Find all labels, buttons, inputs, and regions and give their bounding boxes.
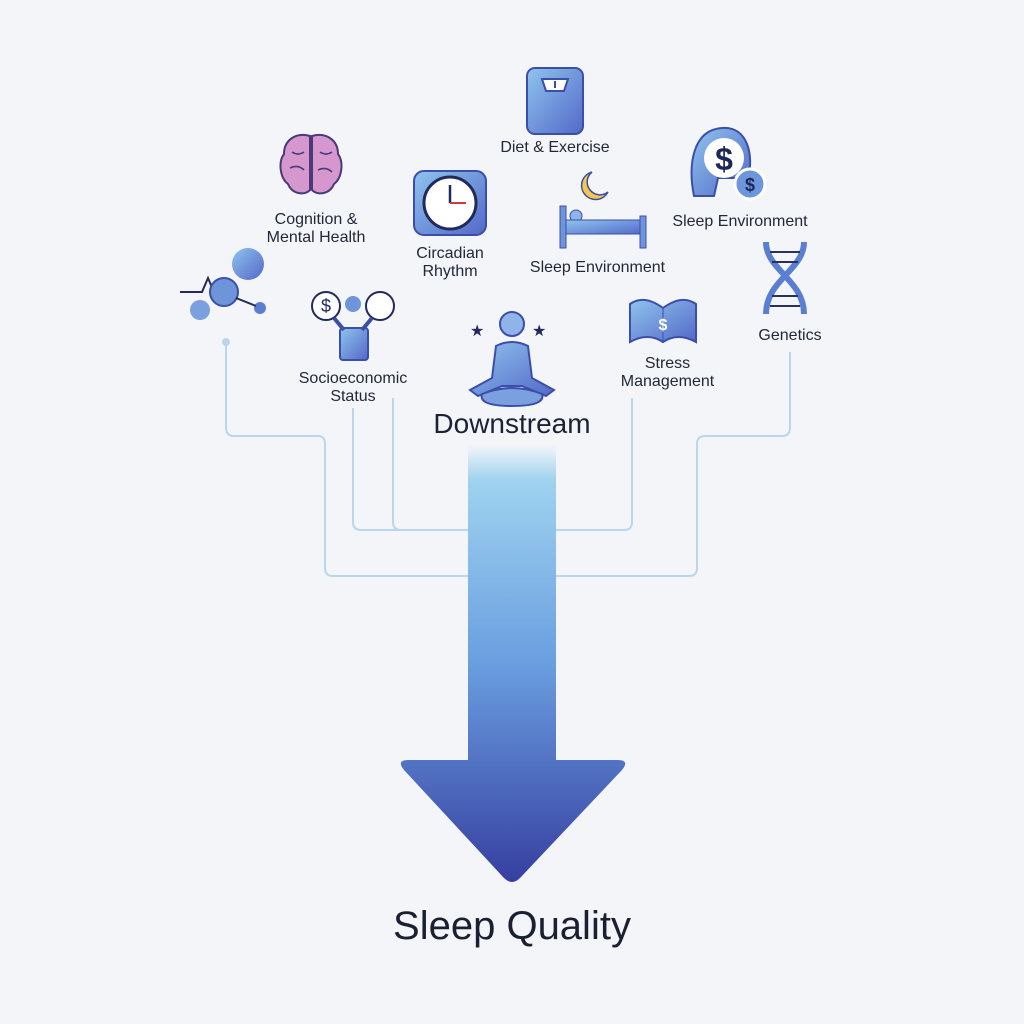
factor-label-cognition: Cognition &Mental Health [266,211,366,246]
bed-moon-icon [559,171,647,249]
svg-text:$: $ [321,296,331,316]
connector-line [556,398,633,531]
connector-line [556,352,791,577]
money-head-icon: $ $ [690,126,767,201]
book-icon: $ [629,298,697,344]
brain-icon [279,134,343,195]
connector-line [392,398,468,531]
network-icon [180,248,266,320]
factor-label-sleep-environment-2: Sleep Environment [672,213,808,230]
clock-icon [413,170,487,236]
dna-icon [763,241,807,315]
connector-line [225,342,468,577]
factor-label-genetics: Genetics [758,327,822,344]
svg-text:★: ★ [532,323,546,340]
meditation-icon: ★★ [468,311,556,408]
scale-icon [526,67,584,135]
downstream-label: Downstream [433,408,591,439]
factor-label-sleep-environment: Sleep Environment [529,259,666,276]
svg-text:★: ★ [470,323,484,340]
factor-label-diet-exercise: Diet & Exercise [500,139,610,156]
socioeconomic-icon: $ [311,291,395,361]
svg-text:$: $ [715,141,733,177]
svg-text:$: $ [659,317,668,334]
down-arrow [400,445,626,882]
svg-text:$: $ [745,175,755,195]
connector-line [352,408,468,531]
outcome-title: Sleep Quality [393,904,631,948]
